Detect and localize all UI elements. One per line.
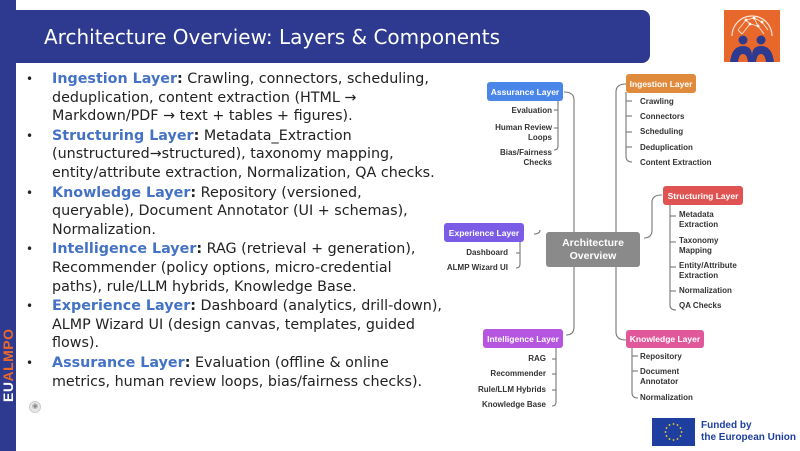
bullet-body: Ingestion Layer: Crawling, connectors, s…	[52, 70, 446, 126]
brand-eu: EU	[0, 381, 16, 402]
layer-name: Experience Layer	[52, 298, 191, 315]
leaf-normalization-knowledge: Normalization	[640, 393, 693, 402]
layer-description: Repository (versioned, queryable), Docum…	[52, 184, 408, 238]
layer-name: Knowledge Layer	[52, 184, 191, 201]
layer-description: Metadata_Extraction (unstructured→struct…	[52, 127, 435, 181]
layer-name: Assurance Layer	[52, 354, 185, 371]
node-assurance-layer[interactable]: Assurance Layer	[487, 82, 563, 101]
page-title: Architecture Overview: Layers & Componen…	[44, 24, 500, 49]
bullet-body: Experience Layer: Dashboard (analytics, …	[52, 297, 446, 353]
bullet-body: Structuring Layer: Metadata_Extraction (…	[52, 127, 446, 183]
leaf-rag: RAG	[528, 354, 546, 363]
bullet-structuring: • Structuring Layer: Metadata_Extraction …	[26, 127, 446, 183]
layer-bullet-list: • Ingestion Layer: Crawling, connectors, …	[26, 70, 446, 392]
colon: :	[193, 127, 200, 144]
leaf-normalization: Normalization	[679, 286, 732, 295]
colon: :	[196, 241, 203, 258]
layer-description: Dashboard (analytics, drill-down), ALMP …	[52, 298, 442, 352]
layer-name: Ingestion Layer	[52, 71, 178, 87]
colon: :	[184, 354, 191, 371]
node-intelligence-layer[interactable]: Intelligence Layer	[483, 329, 563, 348]
node-structuring-layer[interactable]: Structuring Layer	[663, 186, 743, 205]
bullet-assurance: • Assurance Layer: Evaluation (offline & …	[26, 354, 446, 391]
layer-description: Evaluation (offline & online metrics, hu…	[52, 354, 423, 390]
bullet-dot: •	[26, 242, 34, 257]
leaf-content-extraction: Content Extraction	[640, 158, 712, 167]
funding-text: Funded by the European Union	[701, 420, 796, 444]
leaf-qa-checks: QA Checks	[679, 301, 722, 310]
bullet-body: Assurance Layer: Evaluation (offline & o…	[52, 354, 446, 391]
accessibility-icon[interactable]: ◉	[29, 401, 41, 413]
leaf-bias-fairness-checks: Bias/Fairness Checks	[499, 148, 552, 167]
eu-funding-badge: Funded by the European Union	[652, 418, 800, 446]
bullet-dot: •	[26, 72, 34, 86]
node-architecture-overview[interactable]: Architecture Overview	[546, 232, 640, 267]
leaf-entity-attribute-extraction: Entity/Attribute Extraction	[679, 261, 737, 280]
funding-line-1: Funded by	[701, 420, 752, 431]
colon: :	[190, 298, 196, 315]
layer-name: Structuring Layer	[52, 127, 194, 144]
colon: :	[190, 184, 197, 201]
leaf-recommender: Recommender	[490, 369, 546, 378]
bullet-dot: •	[26, 299, 34, 314]
leaf-human-review-loops: Human Review Loops	[495, 123, 552, 142]
left-brand-bar: EUALMPO	[0, 0, 16, 451]
leaf-connectors: Connectors	[640, 112, 685, 121]
leaf-almp-wizard-ui: ALMP Wizard UI	[446, 263, 508, 272]
bullet-knowledge: • Knowledge Layer: Repository (versioned,…	[26, 184, 446, 240]
layer-description: Crawling, connectors, scheduling, dedupl…	[52, 71, 429, 125]
brand-wordmark: EUALMPO	[0, 328, 16, 402]
leaf-crawling: Crawling	[640, 97, 674, 106]
funding-line-2: the European Union	[701, 432, 796, 443]
leaf-deduplication: Deduplication	[640, 143, 693, 152]
leaf-dashboard: Dashboard	[466, 248, 508, 257]
bullet-body: Knowledge Layer: Repository (versioned, …	[52, 184, 446, 240]
bullet-ingestion: • Ingestion Layer: Crawling, connectors, …	[26, 70, 446, 126]
title-bar: Architecture Overview: Layers & Componen…	[16, 10, 650, 63]
almpo-logo-icon	[724, 10, 780, 62]
connector-lines	[515, 83, 677, 407]
bullet-experience: • Experience Layer: Dashboard (analytics,…	[26, 297, 446, 353]
leaf-taxonomy-mapping: Taxonomy Mapping	[679, 236, 719, 255]
bullet-dot: •	[26, 128, 34, 143]
leaf-scheduling: Scheduling	[640, 127, 684, 136]
architecture-mindmap: Assurance Layer Evaluation Human Review …	[440, 70, 800, 415]
brand-almpo: ALMPO	[0, 328, 16, 382]
leaf-repository: Repository	[640, 352, 682, 361]
leaf-evaluation: Evaluation	[511, 106, 552, 115]
leaf-metadata-extraction: Metadata Extraction	[679, 210, 719, 229]
layer-description: RAG (retrieval + generation), Recommende…	[52, 241, 416, 295]
node-ingestion-layer[interactable]: Ingestion Layer	[626, 74, 696, 93]
node-experience-layer[interactable]: Experience Layer	[444, 223, 524, 242]
leaf-document-annotator: Document Annotator	[640, 367, 680, 386]
eu-flag-icon	[652, 418, 695, 446]
colon: :	[177, 71, 183, 87]
leaf-rule-llm-hybrids: Rule/LLM Hybrids	[477, 385, 546, 394]
leaf-knowledge-base: Knowledge Base	[481, 400, 546, 409]
bullet-dot: •	[26, 355, 34, 370]
layer-name: Intelligence Layer	[52, 241, 197, 258]
bullet-dot: •	[26, 185, 34, 200]
node-knowledge-layer[interactable]: Knowledge Layer	[626, 330, 704, 348]
bullet-intelligence: • Intelligence Layer: RAG (retrieval + ge…	[26, 240, 446, 296]
bullet-body: Intelligence Layer: RAG (retrieval + gen…	[52, 240, 446, 296]
